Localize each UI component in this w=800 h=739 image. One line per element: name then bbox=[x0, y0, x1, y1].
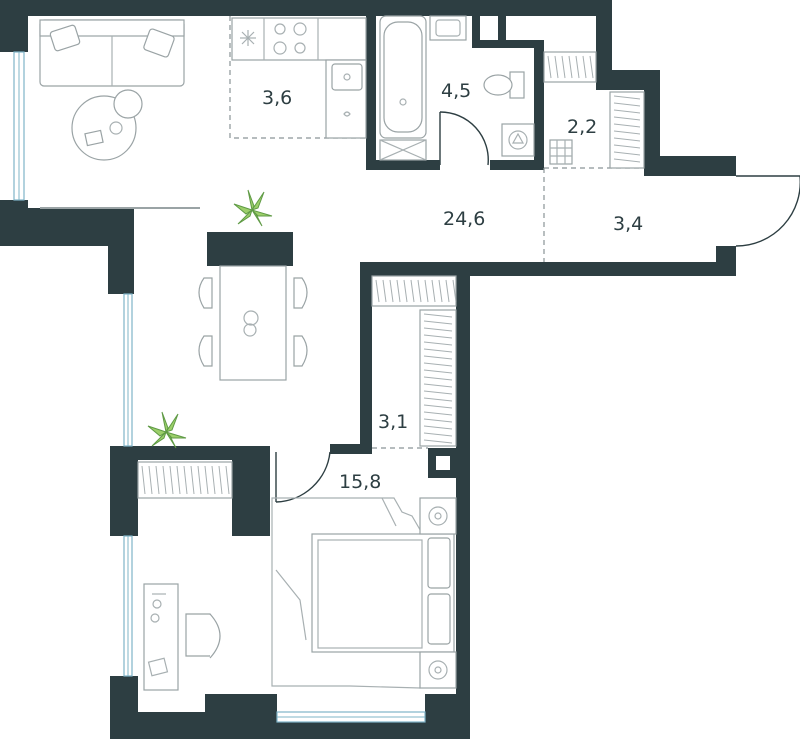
shelf-hatching bbox=[613, 95, 641, 163]
fan-icon bbox=[240, 30, 256, 46]
sofa bbox=[39, 19, 185, 87]
plant-icon bbox=[147, 411, 187, 449]
plant-icon bbox=[233, 189, 273, 227]
windows bbox=[13, 51, 426, 723]
washing-machine-icon bbox=[549, 139, 573, 165]
outer-walls bbox=[0, 0, 736, 739]
bathtub bbox=[379, 15, 427, 139]
area-label-bedroom: 15,8 bbox=[339, 471, 381, 493]
area-label-living: 24,6 bbox=[443, 208, 485, 230]
interior-walls bbox=[138, 0, 544, 536]
desk bbox=[143, 583, 179, 691]
area-label-bathroom: 4,5 bbox=[441, 80, 471, 102]
washbasin bbox=[429, 15, 467, 41]
area-label-wardrobe: 3,1 bbox=[378, 411, 408, 433]
stove-icon bbox=[273, 22, 307, 55]
area-label-kitchen: 3,6 bbox=[262, 87, 292, 109]
area-label-hall: 3,4 bbox=[613, 213, 643, 235]
shelf-hatching bbox=[423, 313, 453, 444]
area-labels: 3,6 4,5 2,2 24,6 3,4 3,1 15,8 bbox=[262, 80, 643, 493]
dining-table bbox=[219, 265, 287, 381]
nightstands bbox=[419, 497, 457, 689]
area-label-laundry: 2,2 bbox=[567, 116, 597, 138]
shelf-hatching bbox=[141, 465, 230, 495]
desk-chair bbox=[185, 613, 221, 659]
toilet-icon bbox=[483, 71, 525, 99]
dining-counter bbox=[207, 232, 293, 266]
shelf-hatching bbox=[547, 55, 594, 79]
kitchen-units bbox=[231, 17, 367, 139]
dining-chairs bbox=[198, 277, 308, 367]
coffee-table bbox=[71, 89, 143, 161]
shelf-hatching bbox=[375, 279, 457, 303]
bath-mat bbox=[379, 139, 427, 161]
bed bbox=[311, 533, 455, 653]
sink-icon bbox=[331, 63, 363, 91]
boiler-icon bbox=[501, 123, 535, 157]
